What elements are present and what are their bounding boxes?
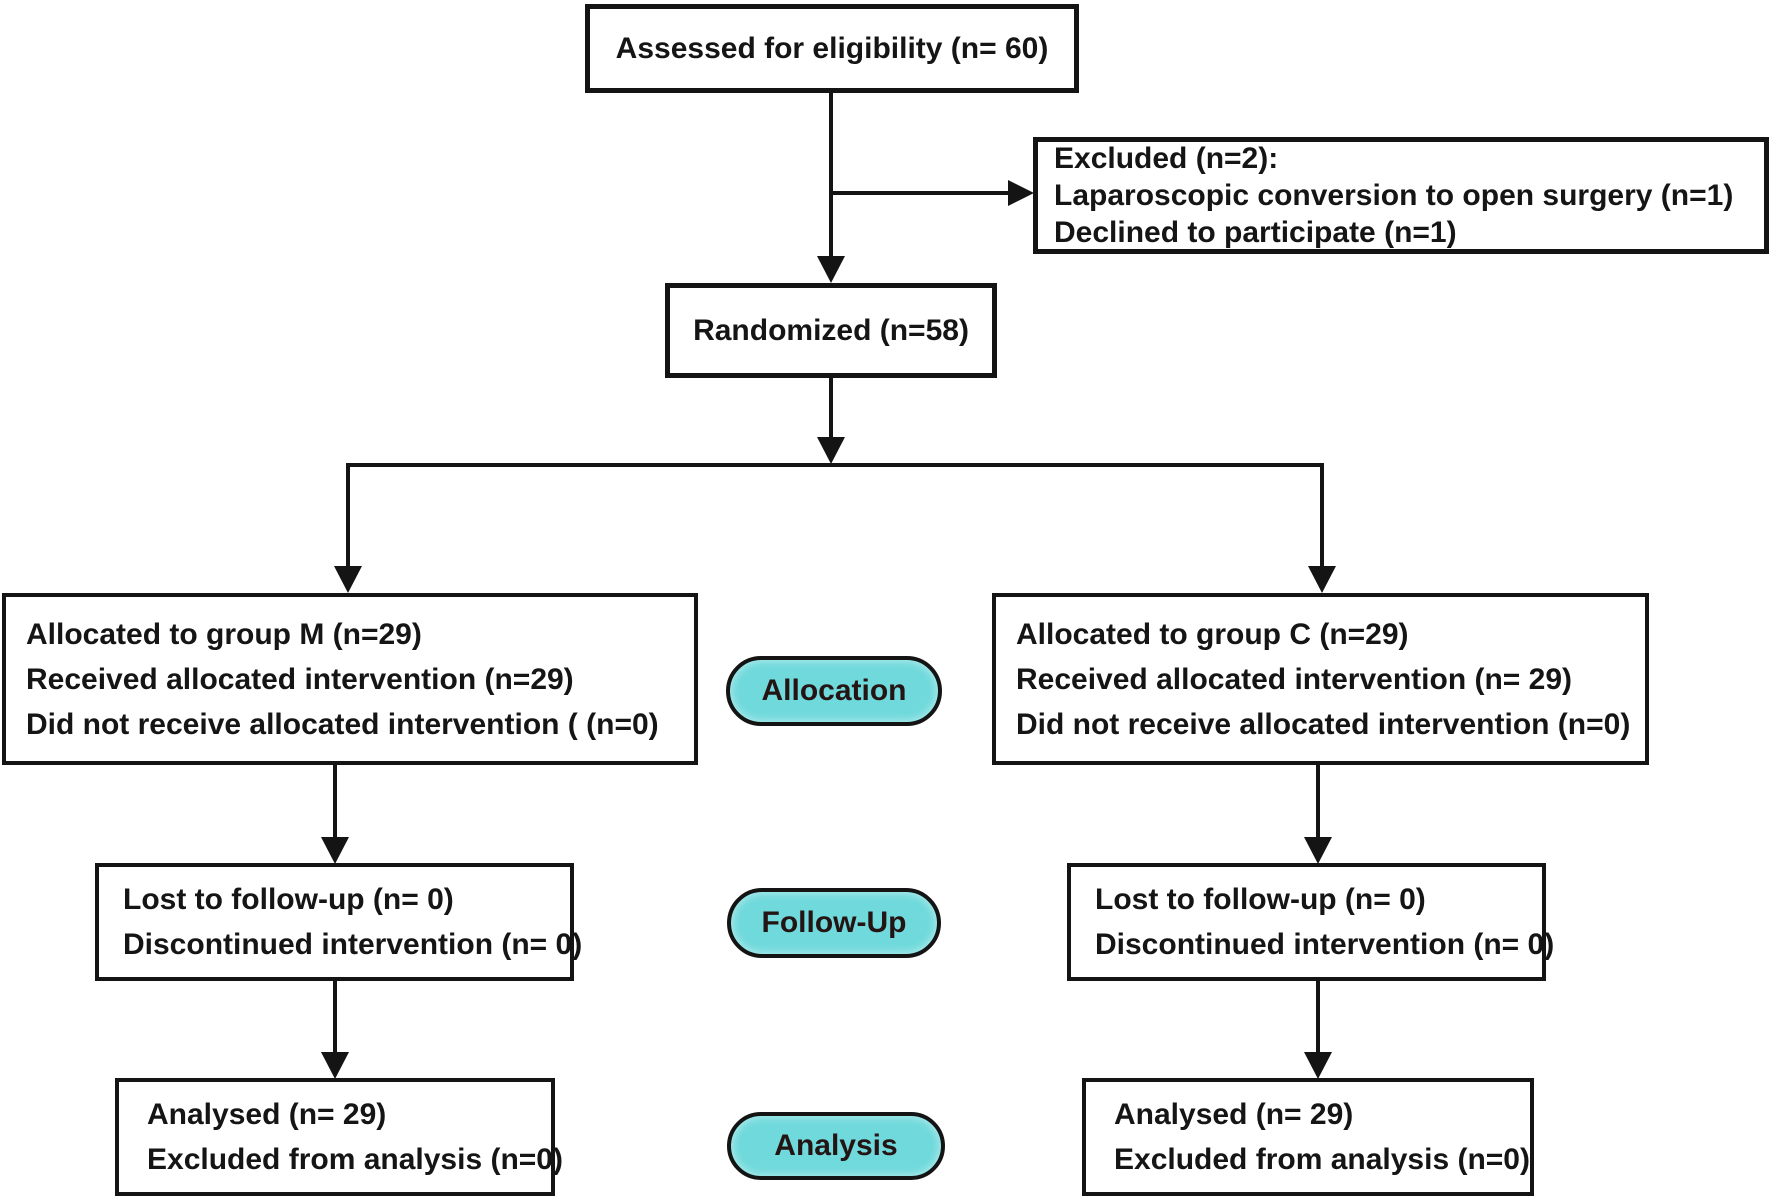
analysis-group-m-text-line: Analysed (n= 29) xyxy=(147,1098,387,1131)
arrow-followup-c-to-analysis-line xyxy=(1316,981,1320,1053)
followup-group-m-text-line: Lost to follow-up (n= 0) xyxy=(123,883,454,916)
analysis-group-m-text-line: Excluded from analysis (n=0) xyxy=(147,1143,563,1176)
arrow-alloc-c-to-followup-line xyxy=(1316,765,1320,838)
excluded-text-line: Declined to participate (n=1) xyxy=(1054,216,1457,249)
analysis-group-c-box: Analysed (n= 29) Excluded from analysis … xyxy=(1082,1078,1534,1196)
allocated-group-c-text-line: Received allocated intervention (n= 29) xyxy=(1016,662,1573,696)
allocated-group-c-text-line: Did not receive allocated intervention (… xyxy=(1016,707,1631,741)
arrow-split-to-group-m-line xyxy=(346,465,350,567)
arrow-alloc-m-to-followup-head xyxy=(321,837,349,864)
allocated-group-c-text-line: Allocated to group C (n=29) xyxy=(1016,617,1409,651)
allocated-group-m-box: Allocated to group M (n=29) Received all… xyxy=(2,593,698,765)
randomized-box: Randomized (n=58) xyxy=(665,283,997,378)
allocated-group-m-text-line: Received allocated intervention (n=29) xyxy=(26,662,574,696)
arrow-split-to-group-c-head xyxy=(1308,566,1336,593)
arrow-followup-m-to-analysis-head xyxy=(321,1052,349,1079)
stage-label-follow-up: Follow-Up xyxy=(727,888,941,958)
followup-group-c-text-line: Lost to follow-up (n= 0) xyxy=(1095,883,1426,916)
stage-label-allocation: Allocation xyxy=(726,656,942,726)
arrow-assessed-to-randomized-line xyxy=(829,93,833,257)
excluded-text-line: Excluded (n=2): xyxy=(1054,142,1279,175)
randomized-text: Randomized (n=58) xyxy=(693,313,969,347)
arrow-split-to-group-m-head xyxy=(334,566,362,593)
analysis-group-c-text-line: Excluded from analysis (n=0) xyxy=(1114,1143,1530,1176)
followup-group-c-text-line: Discontinued intervention (n= 0) xyxy=(1095,928,1555,961)
stage-label-analysis: Analysis xyxy=(727,1112,945,1180)
arrow-alloc-m-to-followup-line xyxy=(333,765,337,838)
followup-group-m-text-line: Discontinued intervention (n= 0) xyxy=(123,928,583,961)
assessed-eligibility-box: Assessed for eligibility (n= 60) xyxy=(585,4,1079,93)
assessed-eligibility-text: Assessed for eligibility (n= 60) xyxy=(615,31,1049,65)
allocated-group-m-text-line: Did not receive allocated intervention (… xyxy=(26,707,659,741)
analysis-group-m-box: Analysed (n= 29) Excluded from analysis … xyxy=(115,1078,563,1196)
followup-group-m-box: Lost to follow-up (n= 0) Discontinued in… xyxy=(95,863,583,981)
allocated-group-c-box: Allocated to group C (n=29) Received all… xyxy=(992,593,1649,765)
excluded-text-line: Laparoscopic conversion to open surgery … xyxy=(1054,179,1734,212)
arrow-to-excluded-line xyxy=(831,191,1008,195)
arrow-split-to-group-c-line xyxy=(1320,465,1324,567)
excluded-box: Excluded (n=2): Laparoscopic conversion … xyxy=(1033,137,1769,254)
arrow-assessed-to-randomized-head xyxy=(817,256,845,283)
arrow-to-excluded-head xyxy=(1008,180,1034,206)
allocated-group-m-text-line: Allocated to group M (n=29) xyxy=(26,617,422,651)
arrow-randomized-to-split-head xyxy=(817,437,845,464)
arrow-randomized-to-split-line xyxy=(829,378,833,438)
arrow-alloc-c-to-followup-head xyxy=(1304,837,1332,864)
arrow-followup-m-to-analysis-line xyxy=(333,981,337,1053)
followup-group-c-box: Lost to follow-up (n= 0) Discontinued in… xyxy=(1067,863,1555,981)
arrow-followup-c-to-analysis-head xyxy=(1304,1052,1332,1079)
analysis-group-c-text-line: Analysed (n= 29) xyxy=(1114,1098,1354,1131)
split-line xyxy=(346,463,1324,467)
